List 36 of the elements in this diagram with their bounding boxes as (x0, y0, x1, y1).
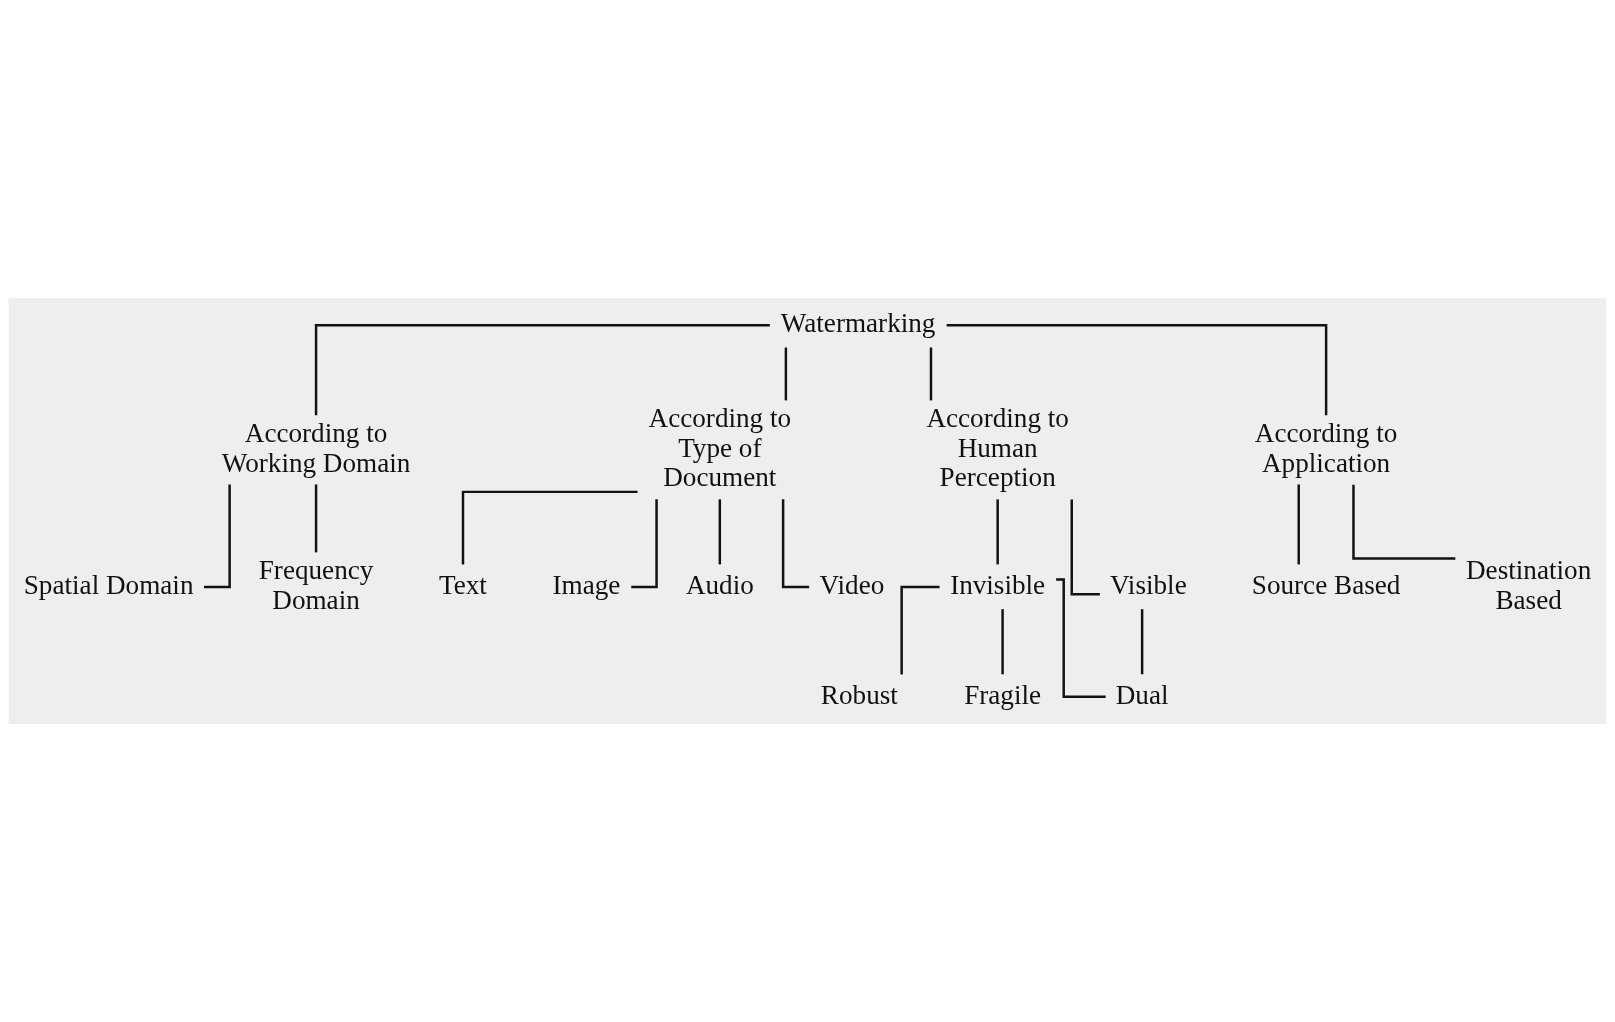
node-text: Fragile (964, 679, 1042, 710)
connector (946, 323, 1328, 416)
connector (1352, 484, 1456, 560)
node-text: According to Working Domain (221, 417, 411, 478)
node-text: Video (819, 569, 885, 600)
node-text: Invisible (950, 569, 1046, 600)
connector (1070, 499, 1100, 596)
node-text: Visible (1109, 569, 1187, 600)
connector (631, 499, 658, 589)
connector (781, 499, 810, 589)
connector (461, 490, 638, 565)
node-text: Watermarking (780, 308, 936, 339)
node-text: Spatial Domain (23, 569, 194, 600)
connector (1297, 484, 1300, 565)
node-text: Destination Based (1466, 555, 1592, 615)
connector (1001, 609, 1004, 675)
connector (1140, 609, 1144, 675)
connector (718, 499, 722, 565)
node-text: According to Type of Document (648, 403, 792, 493)
node-text: Frequency Domain (258, 555, 374, 615)
connector (929, 347, 933, 401)
node-text: Source Based (1251, 569, 1401, 600)
node-text: Robust (820, 679, 898, 710)
node-text: Audio (685, 569, 754, 600)
connector (996, 499, 999, 565)
node-text: Text (439, 569, 487, 600)
connector (784, 347, 788, 401)
connector (314, 484, 318, 553)
connector (203, 484, 231, 589)
connector (900, 585, 940, 675)
node-text: According to Application (1254, 417, 1398, 478)
node-text: Image (552, 569, 621, 600)
connector (314, 323, 770, 416)
connector (1056, 578, 1106, 699)
node-text: According to Human Perception (926, 403, 1069, 493)
node-text: Dual (1115, 679, 1169, 710)
